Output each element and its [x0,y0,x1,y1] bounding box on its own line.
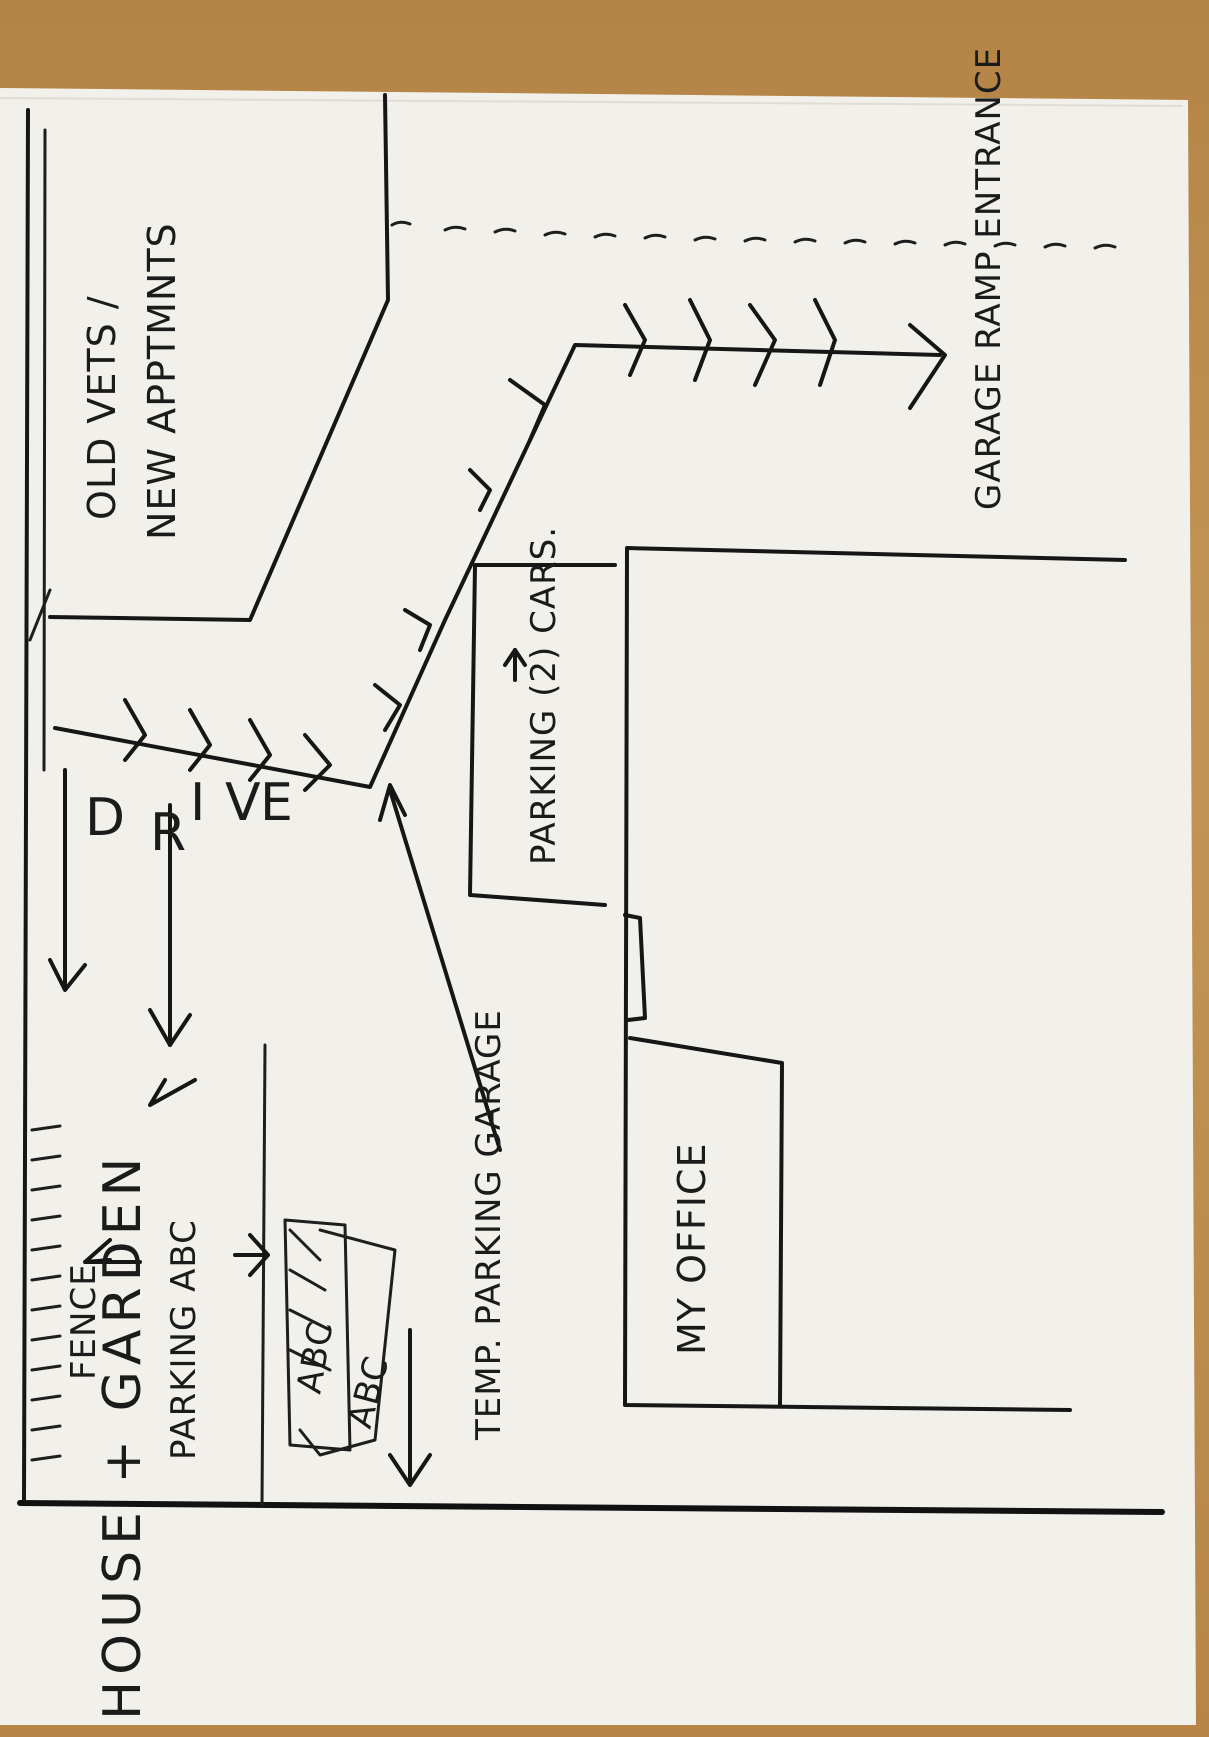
label-old-vets: OLD VETS / [80,295,124,520]
svg-text:E: E [260,773,299,833]
svg-text:HOUSE + GARDEN: HOUSE + GARDEN [93,1152,153,1720]
svg-text:MY OFFICE: MY OFFICE [670,1143,714,1355]
svg-text:V: V [225,773,267,833]
fence-arrow [83,1238,142,1264]
label-fence: FENCE [64,1263,104,1380]
drive-chevrons [123,298,837,792]
fence-line [22,108,30,1502]
svg-text:OLD VETS /: OLD VETS / [80,295,124,520]
drive-direction-arrows [48,768,197,1107]
abc-scribble-boxes [283,1218,397,1457]
fence-hatching [30,1124,62,1462]
label-parking-2-cars: PARKING (2) CARS. [524,526,564,865]
label-my-office: MY OFFICE [670,1143,714,1355]
svg-text:R: R [150,803,192,863]
svg-text:NEW APPTMNTS: NEW APPTMNTS [140,222,184,540]
my-office-outline [628,1036,784,1407]
drive-path-line [53,343,942,789]
svg-text:PARKING ABC: PARKING ABC [164,1219,204,1460]
dashed-boundary-line [390,220,1117,250]
label-house-garden: HOUSE + GARDEN [93,1152,153,1720]
label-new-apartments: NEW APPTMNTS [140,222,184,540]
svg-text:TEMP. PARKING GARAGE: TEMP. PARKING GARAGE [469,1009,509,1441]
fence-inner-line [42,128,47,772]
parking-abc-line [260,1043,267,1507]
parking-2-cars-box [468,563,617,907]
label-drive: D R I V E [85,773,299,863]
door-marker [623,913,647,1022]
svg-text:FENCE: FENCE [64,1263,104,1380]
garage-arrowhead [908,323,947,410]
label-temp-parking-garage: TEMP. PARKING GARAGE [469,1009,509,1441]
house-garden-boundary-line [17,1500,1165,1515]
temp-parking-arrow [388,788,502,1152]
svg-text:GARAGE RAMP ENTRANCE: GARAGE RAMP ENTRANCE [969,47,1009,510]
svg-text:PARKING (2) CARS.: PARKING (2) CARS. [524,526,564,865]
svg-text:I: I [190,773,211,833]
old-vets-building-outline [48,93,390,622]
label-parking-abc: PARKING ABC [164,1219,204,1460]
label-garage-ramp-entrance: GARAGE RAMP ENTRANCE [969,47,1009,510]
svg-text:D: D [85,788,131,848]
main-building-outline [623,546,1127,1412]
